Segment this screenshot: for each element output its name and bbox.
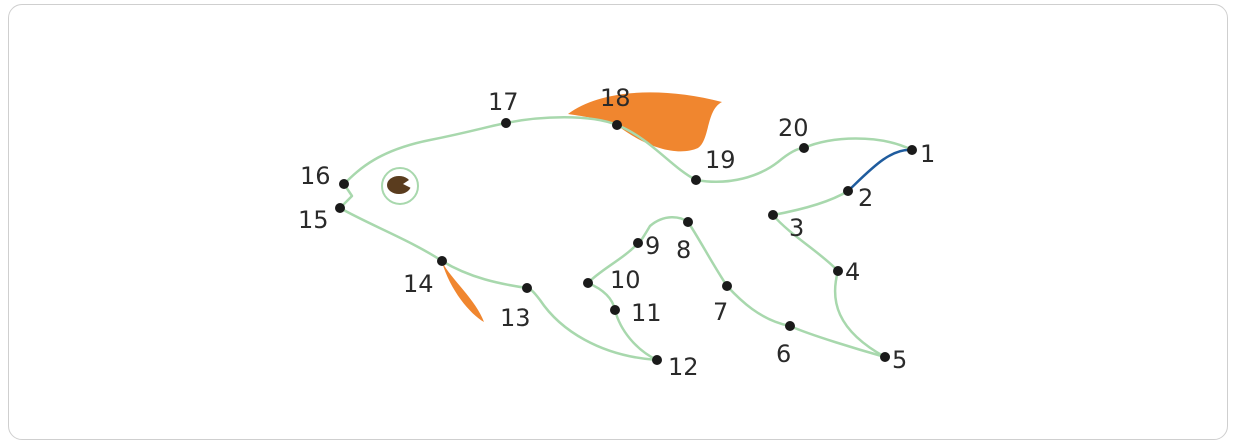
dot-2[interactable]	[843, 186, 853, 196]
connected-line-1-2	[846, 148, 914, 193]
dot-label-4: 4	[845, 258, 860, 286]
dot-label-12: 12	[668, 353, 699, 381]
dot-3[interactable]	[768, 210, 778, 220]
dot-10[interactable]	[583, 278, 593, 288]
dot-7[interactable]	[722, 281, 732, 291]
fish-outline	[338, 116, 914, 362]
dot-19[interactable]	[691, 175, 701, 185]
dot-1[interactable]	[907, 145, 917, 155]
dot-label-16: 16	[300, 162, 331, 190]
dot-label-11: 11	[631, 299, 662, 327]
dot-18[interactable]	[612, 120, 622, 130]
dot-label-3: 3	[789, 214, 804, 242]
dot-label-19: 19	[705, 146, 736, 174]
dot-6[interactable]	[785, 321, 795, 331]
dot-8[interactable]	[683, 217, 693, 227]
dorsal-fin-icon	[568, 92, 722, 152]
pectoral-fin-icon	[442, 262, 484, 322]
fish-eye-icon	[381, 167, 419, 205]
dot-20[interactable]	[799, 143, 809, 153]
dot-label-7: 7	[713, 298, 728, 326]
dot-label-2: 2	[858, 184, 873, 212]
dot-5[interactable]	[880, 352, 890, 362]
dot-9[interactable]	[633, 238, 643, 248]
dot-label-13: 13	[500, 304, 531, 332]
dots-layer[interactable]	[335, 118, 917, 365]
dot-12[interactable]	[652, 355, 662, 365]
dot-label-5: 5	[892, 346, 907, 374]
dot-labels: 1 2 3 4 5 6 7 8 9 10 11 12 13 14 15 16 1…	[298, 84, 935, 381]
dot-15[interactable]	[335, 203, 345, 213]
dot-4[interactable]	[833, 266, 843, 276]
dot-11[interactable]	[610, 305, 620, 315]
dot-label-9: 9	[645, 232, 660, 260]
puzzle-board	[8, 4, 1228, 440]
dot-13[interactable]	[522, 283, 532, 293]
dot-label-18: 18	[600, 84, 631, 112]
dot-label-1: 1	[920, 140, 935, 168]
dot-to-dot-canvas[interactable]: 1 2 3 4 5 6 7 8 9 10 11 12 13 14 15 16 1…	[0, 0, 1237, 428]
dot-label-15: 15	[298, 206, 329, 234]
dot-14[interactable]	[437, 256, 447, 266]
dot-label-6: 6	[776, 340, 791, 368]
dot-16[interactable]	[339, 179, 349, 189]
dot-label-8: 8	[676, 236, 691, 264]
dot-label-14: 14	[403, 270, 434, 298]
dot-17[interactable]	[501, 118, 511, 128]
dot-label-10: 10	[610, 266, 641, 294]
dot-label-20: 20	[778, 114, 809, 142]
dot-label-17: 17	[488, 88, 519, 116]
